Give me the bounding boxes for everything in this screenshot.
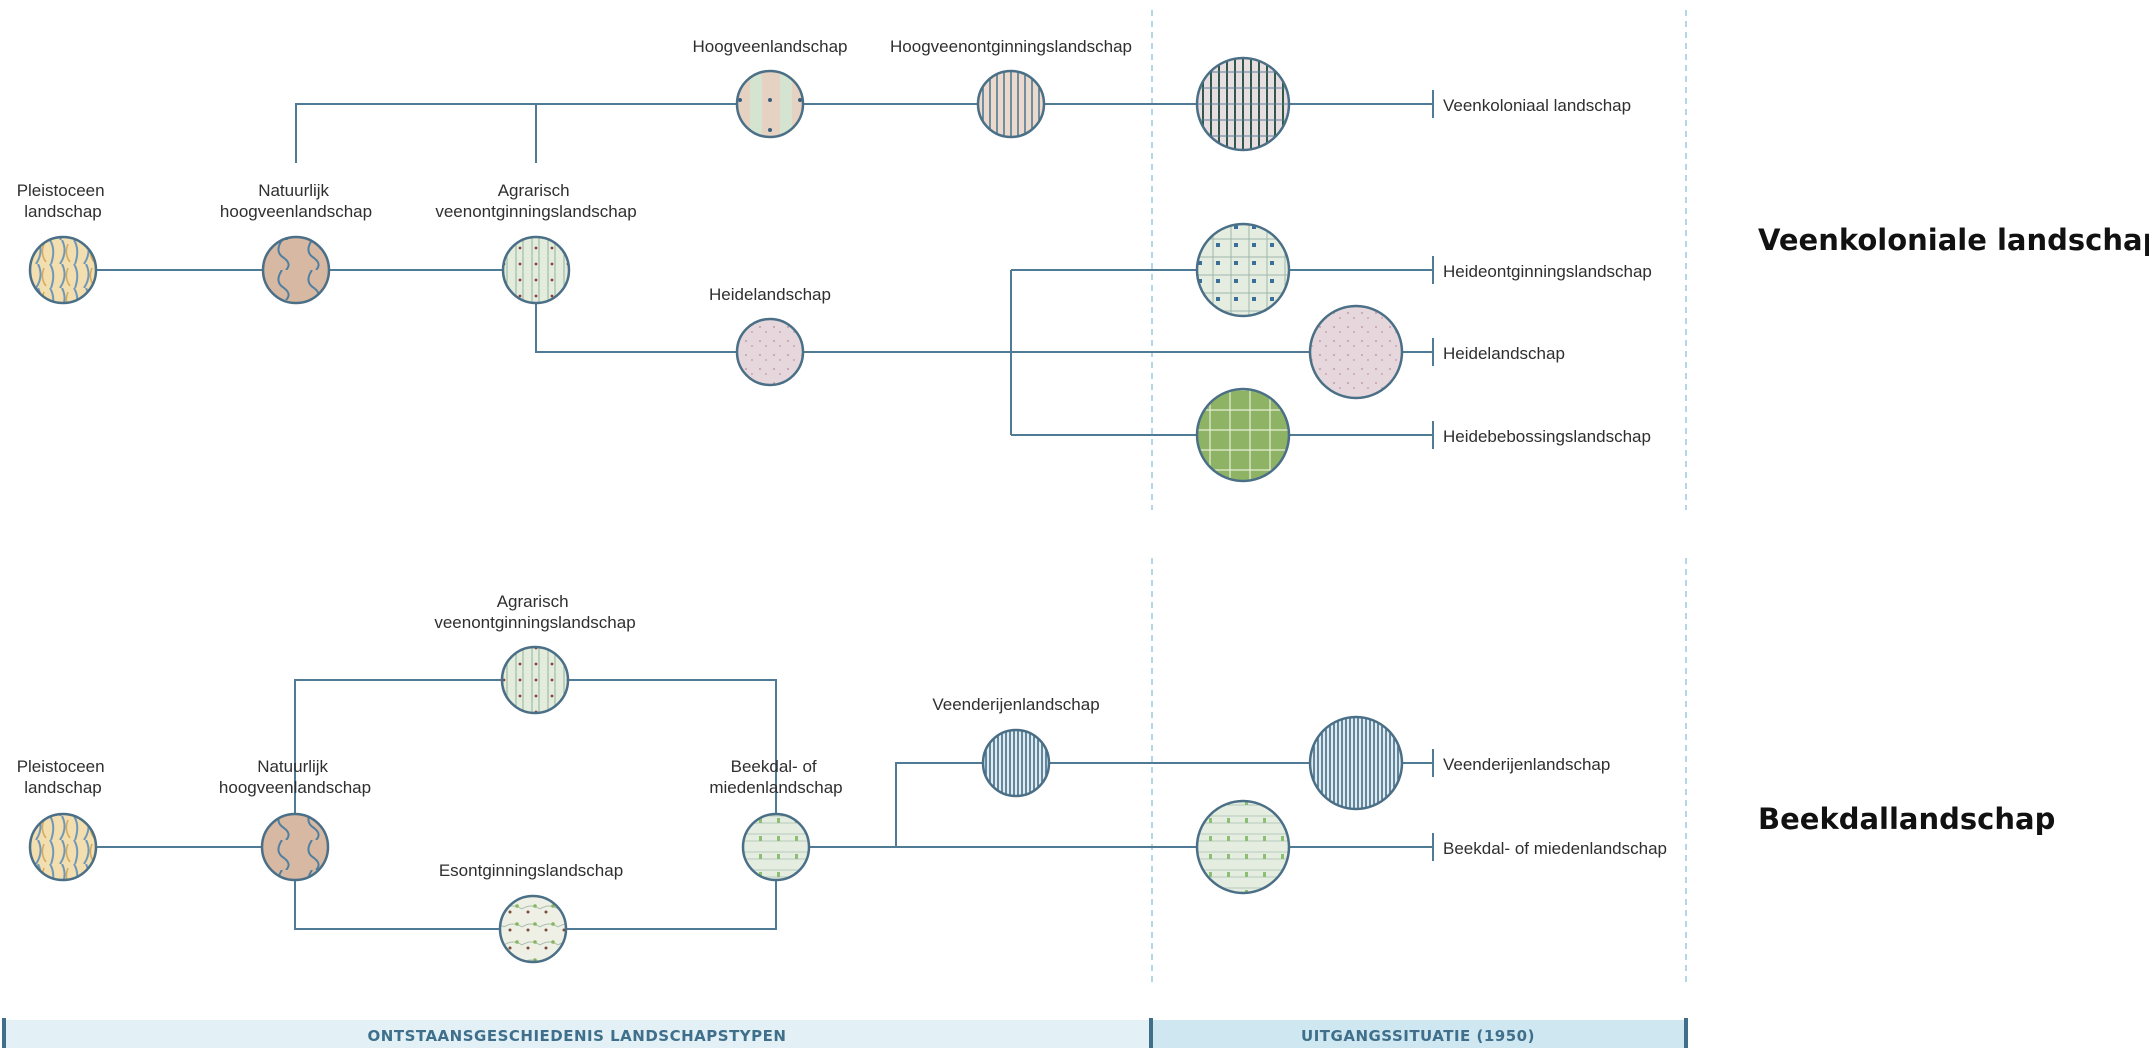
label-end-heideontginning: Heideontginningslandschap xyxy=(1443,262,1652,281)
band-history-label: ONTSTAANSGESCHIEDENIS LANDSCHAPSTYPEN xyxy=(368,1027,787,1045)
band-start xyxy=(1152,1020,1686,1048)
connector-esontg-beekdal xyxy=(566,880,777,930)
node-end-heidebebossing xyxy=(1195,387,1291,483)
connector-agrar-beekdal xyxy=(568,679,777,814)
title-veenkoloniale: Veenkoloniale landschap xyxy=(1758,223,2149,257)
label-end-heidebebossing: Heidebebossingslandschap xyxy=(1443,427,1651,446)
node-pleistoceen-bottom xyxy=(28,812,98,882)
node-agrarisch-top xyxy=(501,235,571,305)
node-beekdal xyxy=(741,812,811,882)
label-end-beekdal: Beekdal- of miedenlandschap xyxy=(1443,839,1667,858)
node-natuurlijk-bottom xyxy=(260,812,330,882)
node-pleistoceen-top xyxy=(28,235,98,305)
beekdal-nodes xyxy=(28,645,1404,964)
connector-natuur-up xyxy=(295,103,1197,163)
phase-bands: ONTSTAANSGESCHIEDENIS LANDSCHAPSTYPEN UI… xyxy=(2,1018,1688,1048)
node-end-veenderijen xyxy=(1308,715,1404,811)
node-hoogveenontginning xyxy=(976,69,1046,139)
node-hoogveen xyxy=(735,69,805,139)
connector-branch-veenderij xyxy=(895,762,983,847)
node-heide xyxy=(735,317,805,387)
label-veenderijen: Veenderijenlandschap xyxy=(932,695,1099,714)
node-end-veenkoloniaal xyxy=(1195,56,1291,152)
phase-dividers xyxy=(1151,10,1687,985)
label-end-veenderijen: Veenderijenlandschap xyxy=(1443,755,1610,774)
label-pleistoceen-bottom: Pleistoceen landschap xyxy=(17,757,110,797)
label-agrarisch-bottom: Agrarisch veenontginningslandschap xyxy=(434,592,635,632)
node-veenderijen xyxy=(981,728,1051,798)
label-heide: Heidelandschap xyxy=(709,285,831,304)
connector-agrar-heide xyxy=(535,303,737,353)
node-natuurlijk-top xyxy=(261,235,331,305)
label-natuurlijk-top: Natuurlijk hoogveenlandschap xyxy=(220,181,372,221)
label-beekdal: Beekdal- of miedenlandschap xyxy=(709,757,842,797)
band-start-edge-left xyxy=(1149,1018,1153,1048)
band-history xyxy=(4,1020,1150,1048)
label-end-heide: Heidelandschap xyxy=(1443,344,1565,363)
label-natuurlijk-bottom: Natuurlijk hoogveenlandschap xyxy=(219,757,371,797)
veenkoloniale-connectors xyxy=(96,90,1434,449)
node-end-beekdal xyxy=(1195,799,1291,895)
veenkoloniale-nodes xyxy=(28,56,1404,483)
band-start-edge-right xyxy=(1684,1018,1688,1048)
label-esontginning: Esontginningslandschap xyxy=(439,861,623,880)
node-end-heide xyxy=(1308,304,1404,400)
label-pleistoceen-top: Pleistoceen landschap xyxy=(17,181,110,221)
band-history-edge xyxy=(2,1018,6,1048)
beekdal-labels: Agrarisch veenontginningslandschap Pleis… xyxy=(17,592,2056,880)
node-agrarisch-bottom xyxy=(500,645,570,715)
connector-natuur-down-b xyxy=(294,880,501,930)
connector-natuur-up-b xyxy=(294,679,502,814)
beekdal-connectors xyxy=(96,679,1434,930)
node-esontginning xyxy=(498,894,568,964)
label-end-veenkoloniaal: Veenkoloniaal landschap xyxy=(1443,96,1631,115)
title-beekdal: Beekdallandschap xyxy=(1758,802,2055,836)
node-end-heideontginning xyxy=(1195,222,1291,318)
label-hoogveenontginning: Hoogveenontginningslandschap xyxy=(890,37,1132,56)
label-hoogveen: Hoogveenlandschap xyxy=(692,37,847,56)
label-agrarisch-top: Agrarisch veenontginningslandschap xyxy=(435,181,636,221)
band-start-label: UITGANGSSITUATIE (1950) xyxy=(1301,1027,1535,1045)
veenkoloniale-labels: Pleistoceen landschap Natuurlijk hoogvee… xyxy=(17,37,2149,446)
